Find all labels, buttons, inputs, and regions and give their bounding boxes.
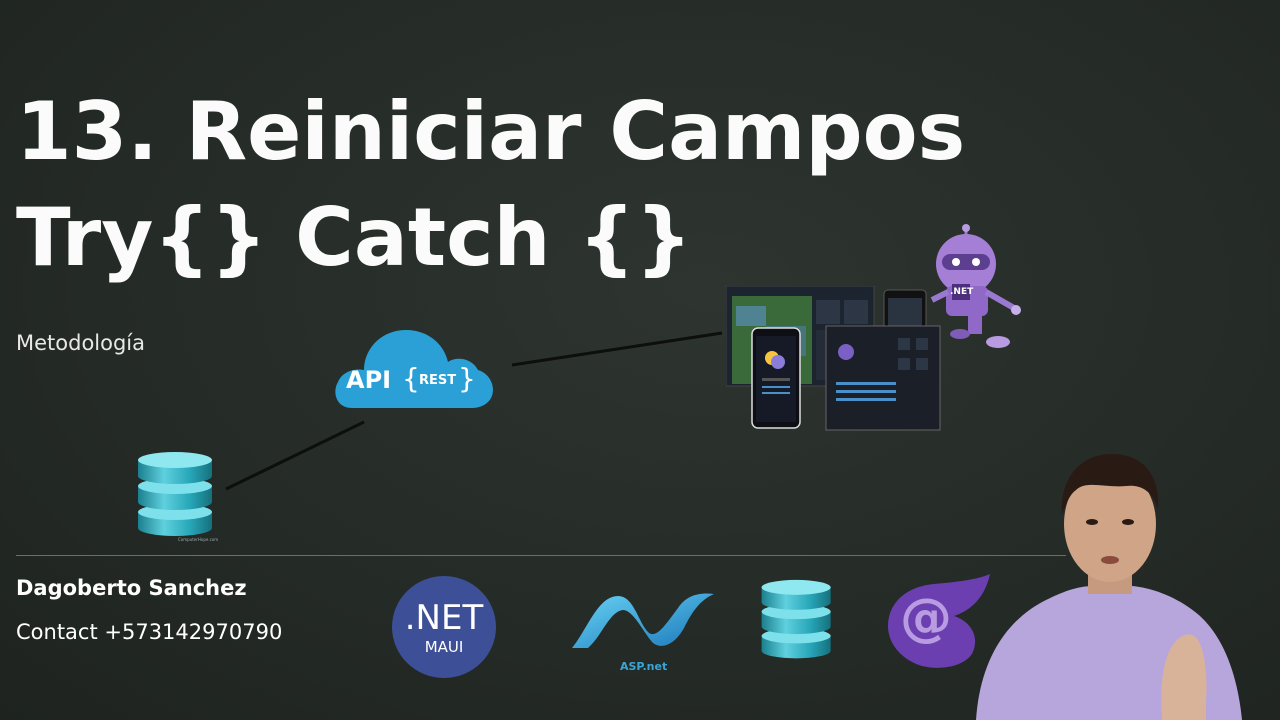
aspnet-logo-icon (572, 593, 714, 648)
api-label: API (346, 366, 392, 394)
blazor-logo-icon (888, 574, 990, 668)
net-maui-logo-maui: MAUI (424, 638, 464, 656)
footer-divider (16, 555, 1066, 556)
db-caption: ComputerHope.com (178, 537, 219, 542)
net-maui-logo-net: .NET (404, 598, 484, 638)
title-line-2: Try{} Catch {} (16, 191, 693, 284)
aspnet-logo-label: ASP.net (620, 660, 668, 673)
subtitle: Metodología (16, 331, 146, 355)
presenter-webcam-image (976, 454, 1242, 720)
database-footer-icon (761, 579, 831, 659)
db-to-api-line (225, 420, 365, 491)
database-icon (138, 452, 212, 536)
net-maui-logo: .NET MAUI (392, 576, 496, 678)
blazor-logo-symbol: @ (900, 588, 952, 648)
dotnet-bot-mascot-icon (930, 224, 1021, 348)
mascot-badge-label: .NET (950, 287, 974, 297)
rest-brace-right: } (458, 362, 476, 395)
rest-label: REST (419, 373, 457, 388)
author-name: Dagoberto Sanchez (16, 576, 247, 600)
contact-info: Contact +573142970790 (16, 620, 283, 644)
rest-brace-left: { (402, 362, 420, 395)
title-line-1: 13. Reiniciar Campos (16, 85, 966, 178)
api-to-apps-line (511, 331, 723, 367)
maui-apps-screens-image (726, 286, 941, 431)
api-rest-cloud-icon (335, 330, 493, 408)
